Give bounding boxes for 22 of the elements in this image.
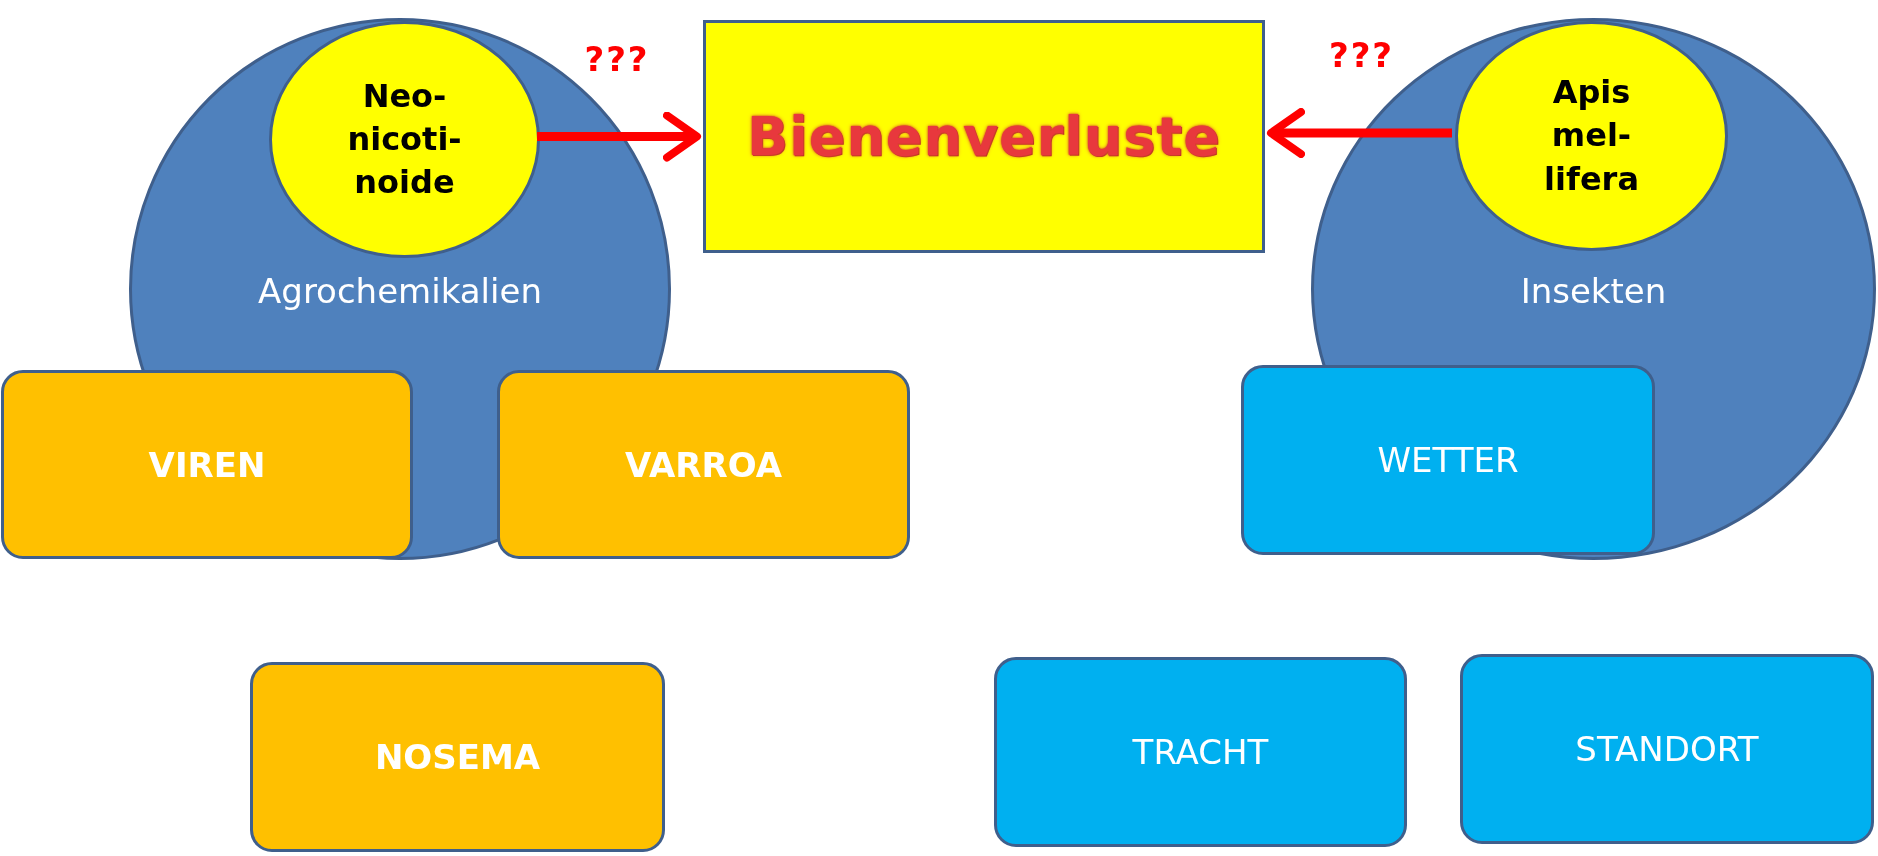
title-text: Bienenverluste [747,105,1221,168]
circle-label: Insekten [1519,271,1668,311]
factor-box [1,370,413,559]
factor-box [250,662,665,852]
arrow [537,111,701,162]
edge-label: ??? [1328,35,1395,75]
factor-label: VIREN [148,444,266,485]
factor-label: VARROA [625,444,782,485]
factor-box [1241,365,1655,555]
factor-label: NOSEMA [374,737,541,777]
circle-label: Agrochemikalien [257,271,543,311]
factor-box [994,657,1407,847]
edge-label: ??? [584,38,650,79]
factor-label: Neo- nicoti- noide [346,75,463,204]
factor-label: TRACHT [1132,732,1269,772]
factor-box [1460,654,1874,844]
factor-label: Apis mel- lifera [1543,72,1640,200]
arrow [1267,108,1452,158]
factor-box [497,370,910,559]
factor-label: STANDORT [1575,729,1759,769]
factor-label: WETTER [1377,440,1519,480]
title-box [703,20,1265,253]
